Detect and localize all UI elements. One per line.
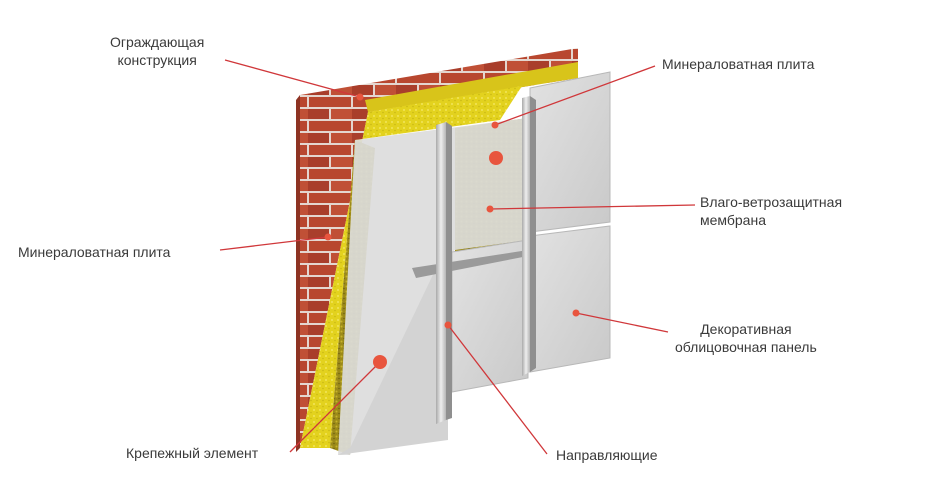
label-enclosing-line-1: Ограждающая (110, 34, 205, 50)
marker-wool-top (491, 121, 499, 129)
label-enclosing-structure: Ограждающая конструкция (110, 33, 204, 69)
marker-enclosing (356, 93, 364, 101)
leader-lines (219, 59, 696, 455)
leader-line-fastener (289, 361, 381, 453)
leader-line-enclosing (224, 59, 361, 98)
wind-moisture-membrane (338, 118, 528, 455)
label-guides: Направляющие (556, 447, 658, 463)
label-decorative-panel: Декоративная облицовочная панель (675, 320, 817, 356)
leader-line-membrane (489, 204, 696, 210)
guide-rails (436, 96, 536, 424)
label-membrane: Влаго-ветрозащитная мембрана (700, 193, 842, 229)
label-fastener: Крепежный элемент (126, 445, 259, 461)
leader-line-wool-top (494, 65, 656, 126)
label-mineral-wool-left: Минераловатная плита (18, 244, 171, 260)
marker-wool-left (324, 233, 332, 241)
leader-line-guides (447, 324, 548, 455)
label-membrane-line-2: мембрана (700, 212, 766, 228)
fastener-disc (373, 355, 387, 369)
label-panel-line-1: Декоративная (700, 321, 792, 337)
marker-guides (444, 321, 452, 329)
label-mineral-wool-top: Минераловатная плита (662, 56, 815, 72)
marker-panel (572, 309, 580, 317)
label-panel-line-2: облицовочная панель (675, 339, 817, 355)
membrane-lower (338, 260, 448, 455)
label-enclosing-line-2: конструкция (117, 52, 197, 68)
leader-line-wool-left (219, 236, 329, 251)
marker-membrane (486, 205, 494, 213)
callout-markers (324, 93, 580, 329)
fastener-disc-upper (489, 151, 503, 165)
label-membrane-line-1: Влаго-ветрозащитная (700, 194, 843, 210)
leader-line-panel (575, 312, 669, 333)
